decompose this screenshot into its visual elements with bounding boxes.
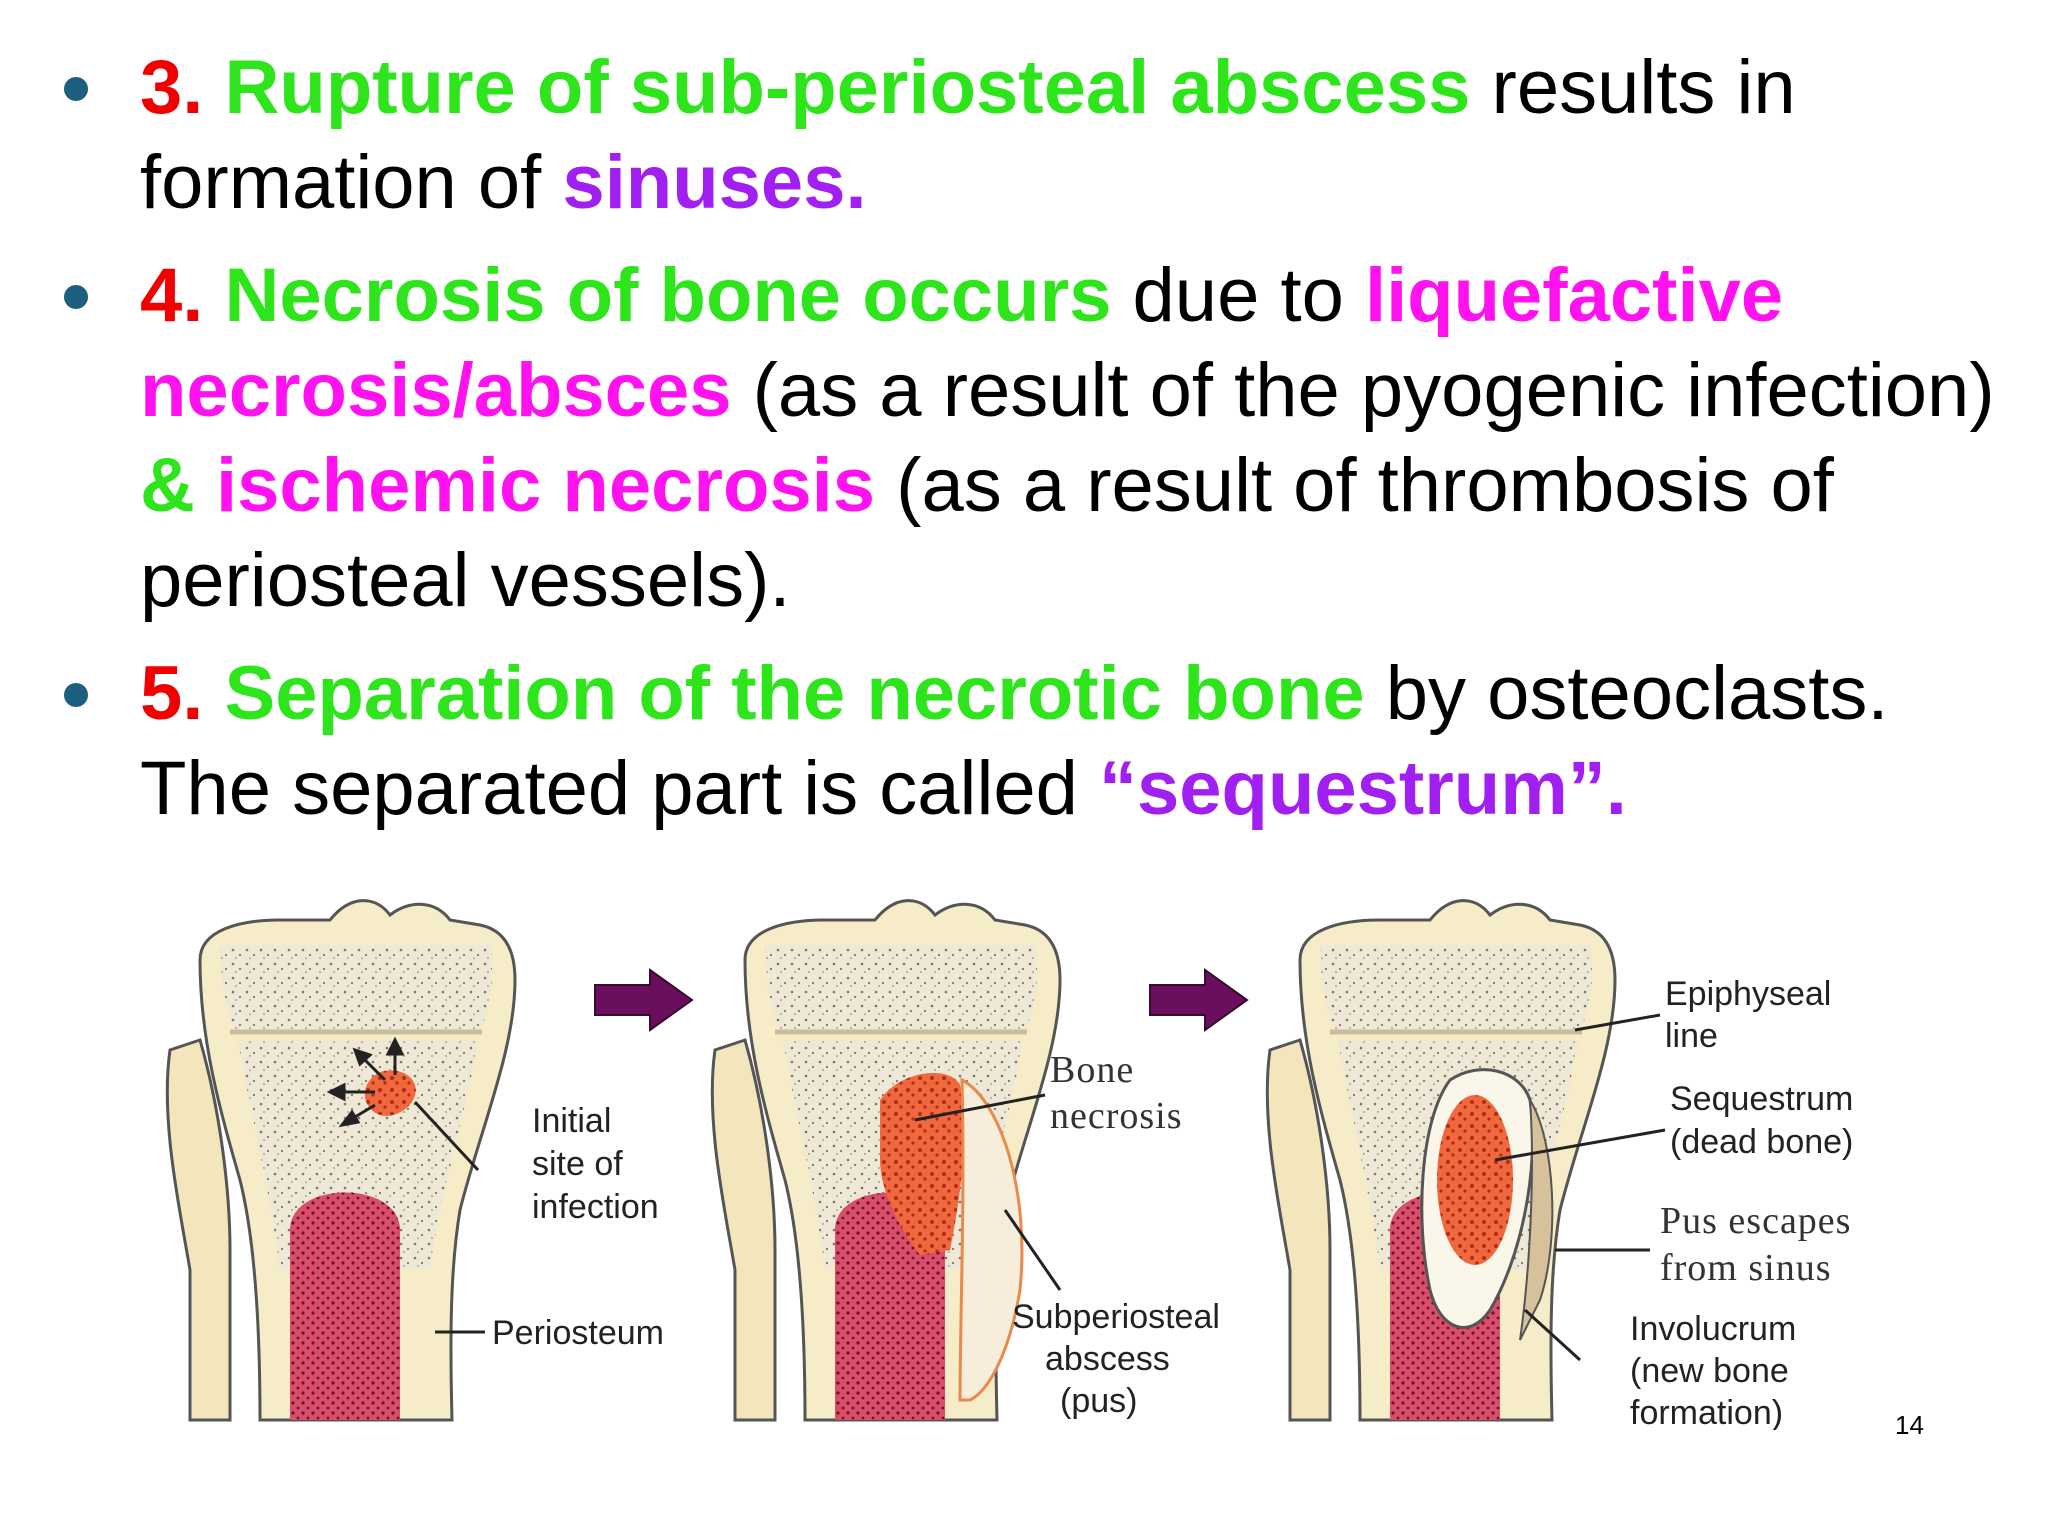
bullet-heading: Separation of the necrotic bone xyxy=(203,651,1365,736)
bullet-number: 5. xyxy=(140,651,204,736)
bullet-term: “sequestrum”. xyxy=(1098,746,1627,831)
sequestrum xyxy=(1437,1095,1513,1265)
label-periosteum: Periosteum xyxy=(492,1314,664,1352)
bullet-item-3: 3. Rupture of sub-periosteal abscess res… xyxy=(0,40,2048,230)
bullet-number: 3. xyxy=(140,45,204,130)
bullet-list: 3. Rupture of sub-periosteal abscess res… xyxy=(0,40,2048,836)
label-dead-bone: (dead bone) xyxy=(1670,1123,1853,1161)
label-abscess: abscess xyxy=(1045,1340,1170,1378)
label-line: line xyxy=(1665,1017,1718,1055)
bullet-item-4: 4. Necrosis of bone occurs due to liquef… xyxy=(0,248,2048,628)
label-formation: formation) xyxy=(1630,1394,1783,1430)
label-site-of: site of xyxy=(532,1145,623,1183)
label-necrosis: necrosis xyxy=(1050,1095,1183,1137)
bullet-text: (as a result of the pyogenic infection) xyxy=(731,348,1995,433)
panel-bone-necrosis: Bone necrosis Subperiosteal abscess (pus… xyxy=(712,901,1220,1420)
bullet-heading: Rupture of sub-periosteal abscess xyxy=(203,45,1471,130)
bullet-number: 4. xyxy=(140,253,204,338)
bullet-text: by osteoclasts. The separated part is ca… xyxy=(140,651,1889,831)
bullet-dot xyxy=(64,77,88,101)
bullet-text: due to xyxy=(1111,253,1365,338)
label-pus-escapes: Pus escapes xyxy=(1660,1200,1851,1242)
infection-site xyxy=(364,1070,416,1116)
involucrum xyxy=(1519,1099,1554,1341)
progression-arrow-1 xyxy=(594,968,694,1032)
spread-arrows xyxy=(326,1036,405,1128)
panel-sequestrum: Epiphyseal line Sequestrum (dead bone) P… xyxy=(1267,901,1853,1430)
bullet-term: ischemic necrosis xyxy=(216,443,876,528)
necrotic-area xyxy=(880,1073,965,1255)
label-subperiosteal: Subperiosteal xyxy=(1012,1298,1220,1336)
label-bone: Bone xyxy=(1050,1049,1134,1091)
bullet-term: liquefactive necrosis/absces xyxy=(140,253,1784,433)
subperiosteal-abscess xyxy=(958,1077,1024,1402)
bullet-heading: Necrosis of bone occurs xyxy=(203,253,1112,338)
bullet-term: sinuses. xyxy=(562,140,867,225)
label-sequestrum: Sequestrum xyxy=(1670,1080,1853,1118)
bullet-text: (as a result of thrombosis of periosteal… xyxy=(140,443,1834,623)
label-new-bone: (new bone xyxy=(1630,1352,1789,1390)
bullet-text: results in formation of xyxy=(140,45,1796,225)
label-from-sinus: from sinus xyxy=(1660,1247,1832,1289)
osteomyelitis-figure: Initial site of infection Periosteum Bon… xyxy=(160,870,1940,1430)
bullet-dot xyxy=(64,285,88,309)
label-initial: Initial xyxy=(532,1102,611,1140)
progression-arrow-2 xyxy=(1149,968,1249,1032)
label-involucrum: Involucrum xyxy=(1630,1310,1796,1348)
panel-initial-infection: Initial site of infection Periosteum xyxy=(167,901,664,1420)
label-pus: (pus) xyxy=(1060,1382,1137,1420)
label-infection: infection xyxy=(532,1188,659,1226)
bullet-item-5: 5. Separation of the necrotic bone by os… xyxy=(0,646,2048,836)
bone-diagram: Initial site of infection Periosteum Bon… xyxy=(160,870,1853,1430)
page-number: 14 xyxy=(1895,1410,1924,1440)
bullet-ampersand: & xyxy=(140,443,216,528)
label-epiphyseal: Epiphyseal xyxy=(1665,975,1831,1013)
bullet-dot xyxy=(64,683,88,707)
